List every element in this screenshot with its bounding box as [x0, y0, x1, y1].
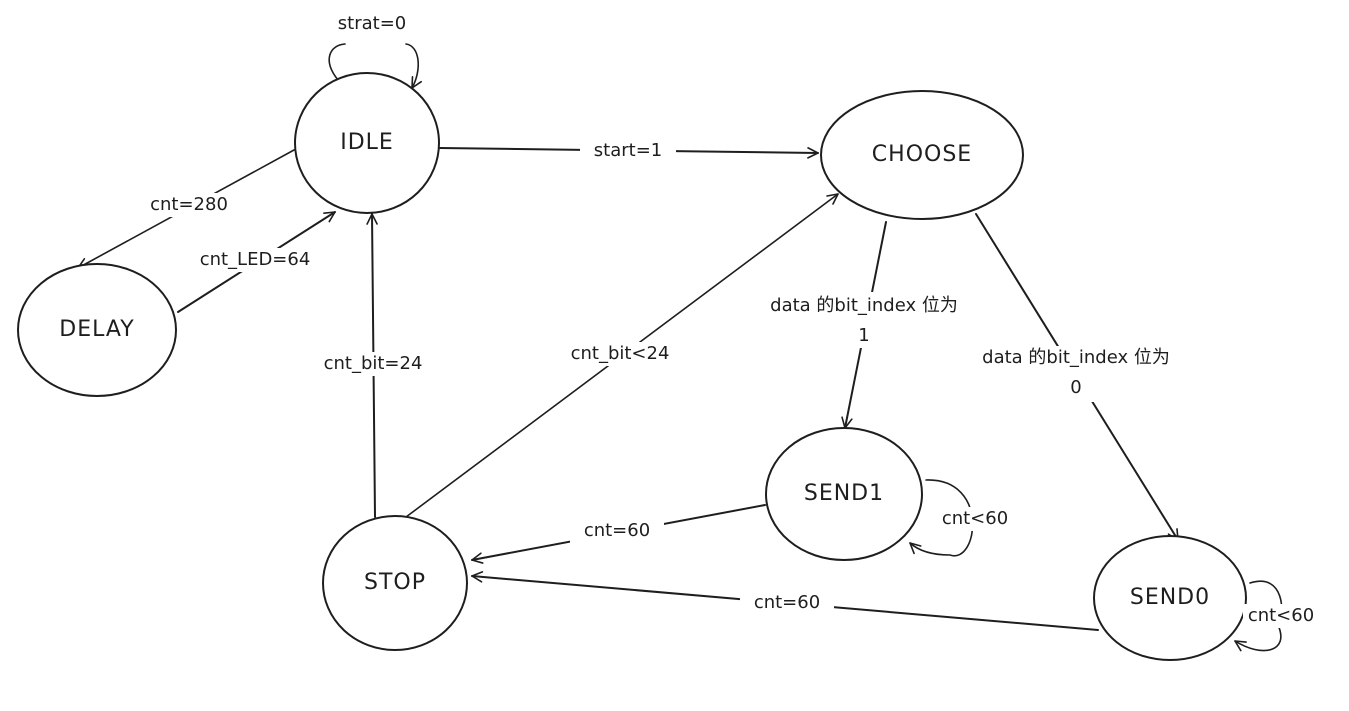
label-stop-to-choose: cnt_bit<24: [571, 343, 670, 364]
label-choose-to-send0-line1: data 的bit_index 位为: [982, 347, 1170, 368]
label-choose-to-send1-line1: data 的bit_index 位为: [770, 295, 958, 316]
label-idle-to-delay: cnt=280: [150, 194, 228, 215]
state-idle-label: IDLE: [340, 130, 394, 155]
label-delay-to-idle: cnt_LED=64: [200, 249, 311, 270]
state-send0-label: SEND0: [1130, 585, 1210, 610]
label-choose-to-send1-line2: 1: [858, 325, 869, 346]
state-delay: DELAY: [17, 263, 177, 397]
label-send1-self: cnt<60: [942, 508, 1008, 529]
state-choose-label: CHOOSE: [872, 142, 972, 167]
label-idle-self: strat=0: [338, 13, 406, 34]
state-delay-label: DELAY: [59, 317, 134, 342]
label-send0-self: cnt<60: [1248, 605, 1314, 626]
label-choose-to-send0-line2: 0: [1070, 377, 1081, 398]
state-send1-label: SEND1: [804, 481, 884, 506]
edge-idle-self-return: [405, 43, 423, 89]
state-send1: SEND1: [765, 427, 923, 561]
state-choose: CHOOSE: [820, 90, 1024, 220]
label-stop-to-idle: cnt_bit=24: [324, 353, 423, 374]
label-send1-to-stop: cnt=60: [584, 520, 650, 541]
label-idle-to-choose: start=1: [594, 140, 662, 161]
state-send0: SEND0: [1093, 535, 1247, 661]
state-stop: STOP: [322, 515, 468, 651]
edge-idle-self: [328, 43, 346, 81]
state-idle: IDLE: [294, 72, 440, 214]
state-stop-label: STOP: [364, 570, 426, 595]
edge-send1-self: [909, 479, 974, 557]
label-send0-to-stop: cnt=60: [754, 592, 820, 613]
